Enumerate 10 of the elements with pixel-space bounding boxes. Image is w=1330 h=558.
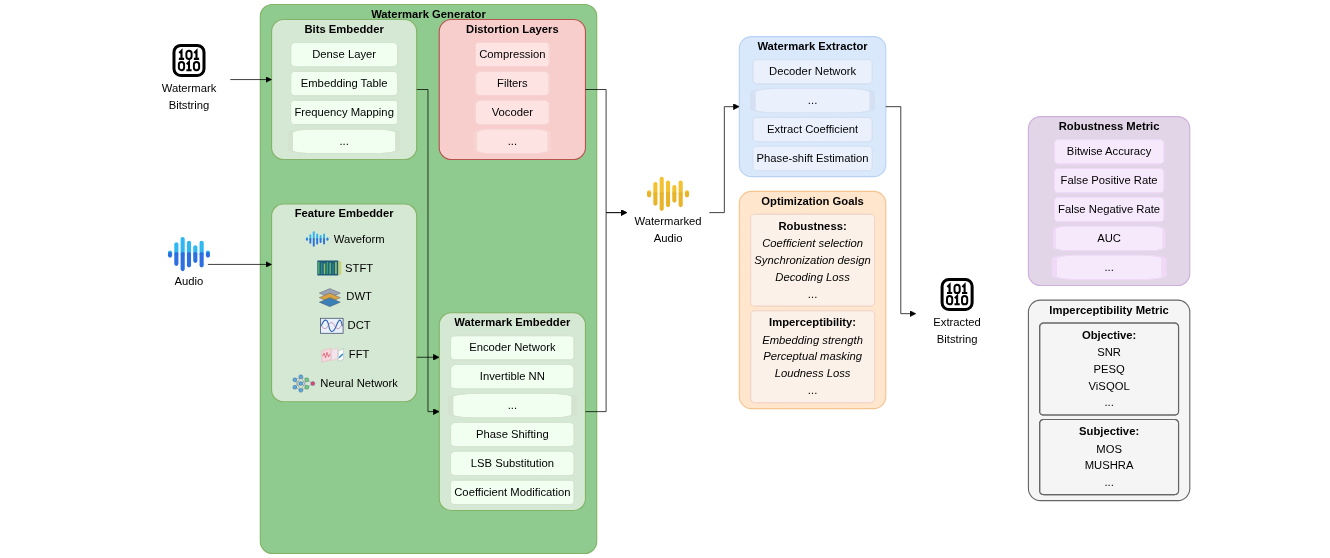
node-text: Watermark Bitstring [161, 81, 217, 112]
node-text: DCT [347, 318, 371, 332]
node-text: Neural Network [320, 376, 398, 390]
node-text: FFT [348, 347, 370, 361]
node-text: DWT [346, 289, 372, 303]
node-text: Watermarked Audio [634, 214, 702, 244]
node-text: Extracted Bitstring [933, 315, 981, 346]
node-text: Audio [174, 274, 204, 288]
node-text: Waveform [333, 232, 385, 245]
node-text: STFT [345, 261, 374, 274]
